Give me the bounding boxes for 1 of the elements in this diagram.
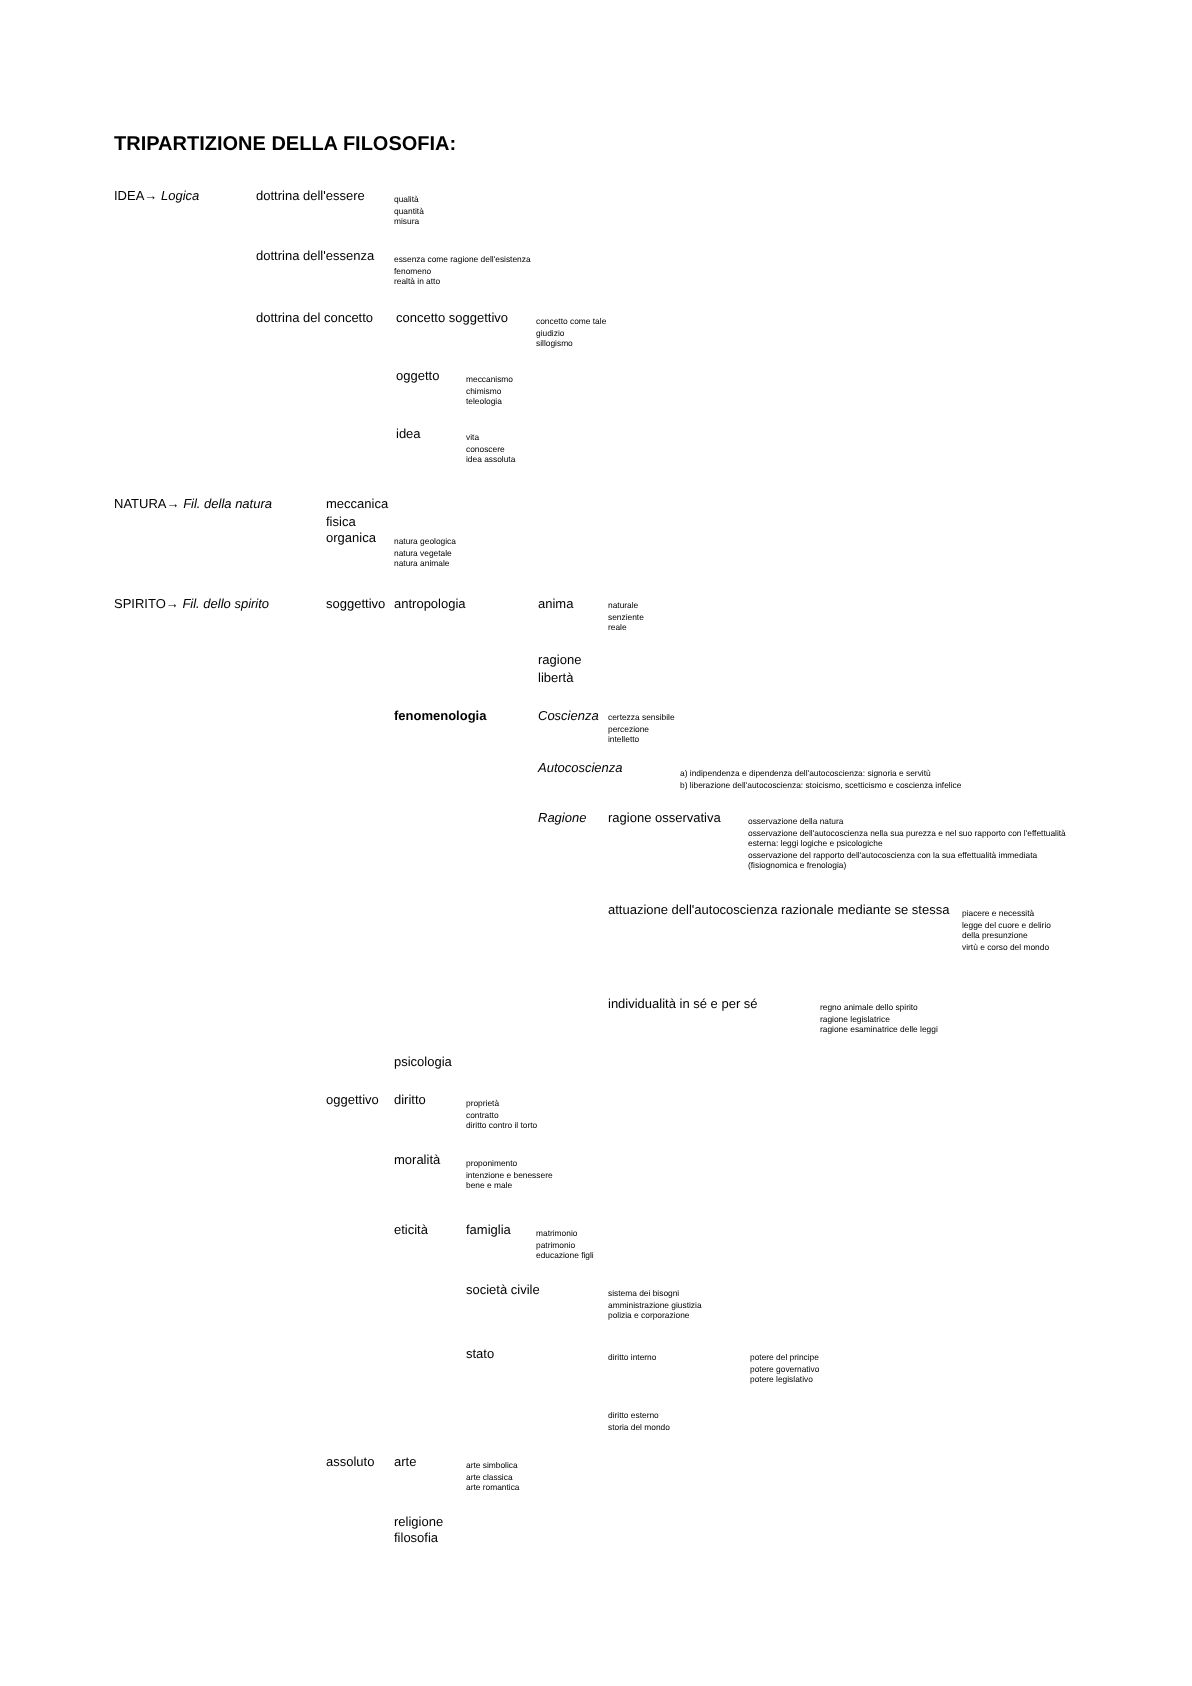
page-title: TRIPARTIZIONE DELLA FILOSOFIA: xyxy=(114,134,457,156)
